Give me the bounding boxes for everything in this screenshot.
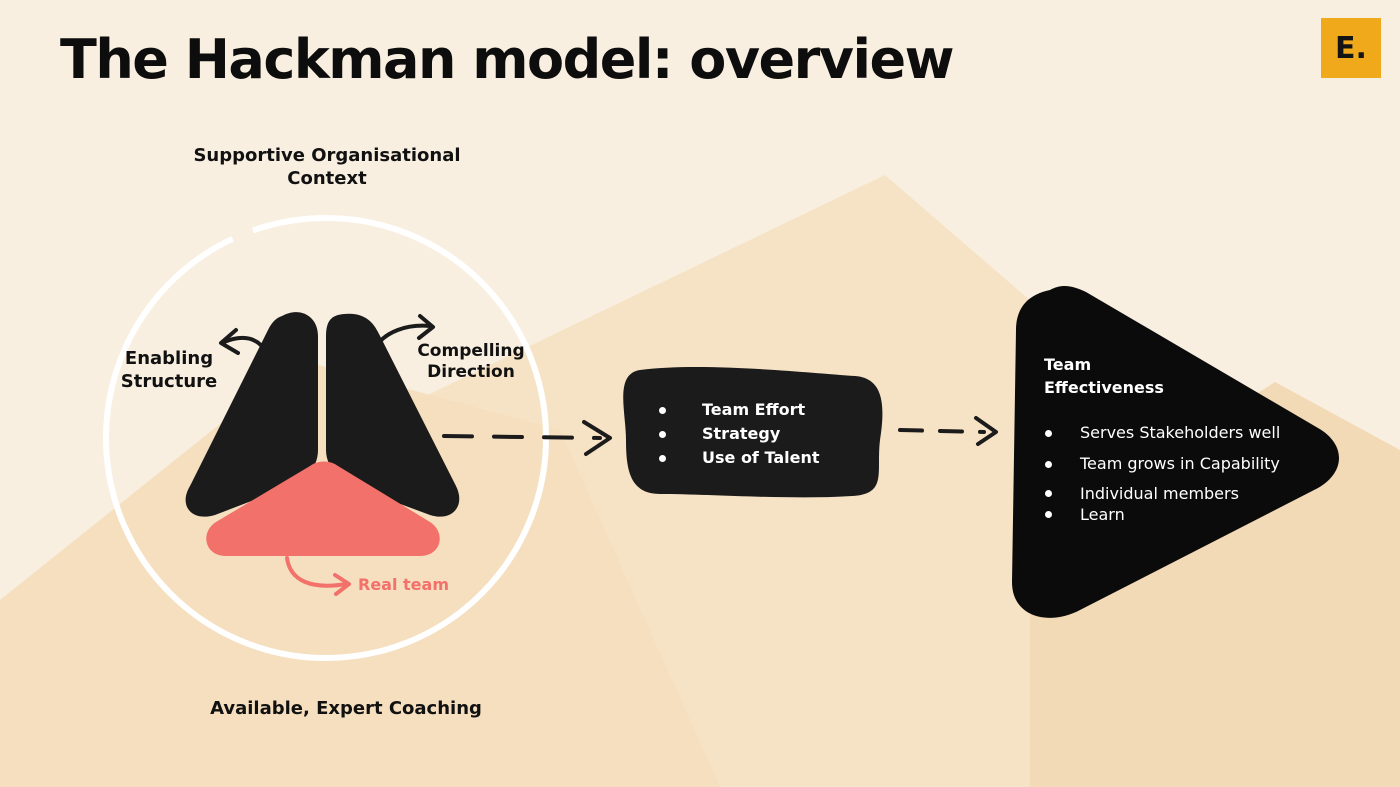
- connector-arrow-1: [442, 434, 602, 440]
- effectiveness-item: Learn: [1042, 504, 1280, 525]
- compelling-direction-line-2: Direction: [427, 362, 515, 382]
- enabling-structure-shape: [185, 312, 318, 517]
- connector-arrowhead-1: [582, 420, 612, 456]
- effectiveness-item: Individual members: [1042, 483, 1280, 504]
- process-list: Team Effort Strategy Use of Talent: [656, 398, 819, 470]
- enabling-structure-line-1: Enabling: [124, 348, 214, 369]
- page-title: The Hackman model: overview: [60, 28, 955, 91]
- connector-arrow-2: [898, 428, 986, 434]
- enabling-arrow: [222, 335, 268, 354]
- enabling-arrowhead: [219, 328, 240, 355]
- process-blob: [623, 366, 883, 498]
- effectiveness-title-line-2: Effectiveness: [1044, 378, 1164, 397]
- enabling-structure-label: Enabling Structure: [104, 347, 234, 393]
- real-team-arrow: [285, 556, 348, 588]
- effectiveness-item: Serves Stakeholders well: [1042, 421, 1280, 452]
- connector-arrowhead-2: [974, 416, 998, 446]
- coaching-label: Available, Expert Coaching: [210, 698, 482, 719]
- process-item: Strategy: [656, 422, 819, 446]
- enabling-structure-line-2: Structure: [120, 371, 218, 392]
- process-item: Team Effort: [656, 398, 819, 422]
- logo: E.: [1321, 18, 1381, 78]
- compelling-direction-label: Compelling Direction: [404, 341, 538, 383]
- effectiveness-triangle: [1012, 285, 1339, 618]
- compelling-direction-shape: [326, 313, 460, 517]
- effectiveness-title-line-1: Team: [1044, 355, 1092, 374]
- effectiveness-title: Team Effectiveness: [1044, 353, 1164, 399]
- real-team-shape: [206, 461, 440, 556]
- real-team-label: Real team: [358, 575, 449, 594]
- real-team-arrowhead: [333, 573, 351, 596]
- compelling-arrow: [374, 323, 432, 348]
- mountain-mid: [0, 360, 720, 787]
- effectiveness-list: Serves Stakeholders well Team grows in C…: [1042, 421, 1280, 525]
- compelling-direction-line-1: Compelling: [417, 341, 525, 361]
- effectiveness-item: Team grows in Capability: [1042, 452, 1280, 483]
- compelling-arrowhead: [417, 314, 435, 340]
- context-label: Supportive Organisational Context: [193, 145, 461, 189]
- process-item: Use of Talent: [656, 446, 819, 470]
